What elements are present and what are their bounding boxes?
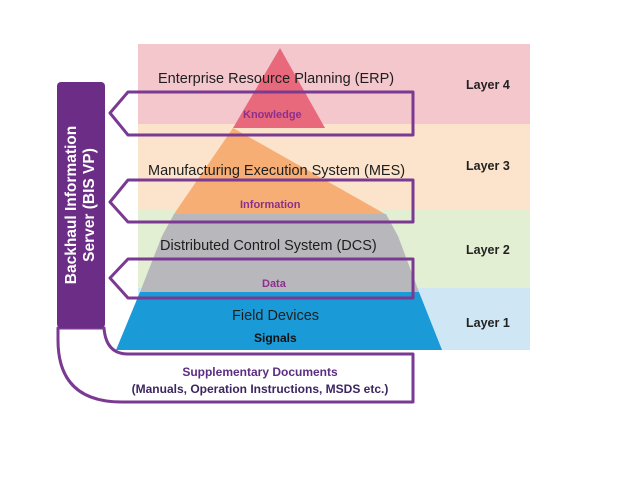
layer-2-label: Layer 2 [466, 243, 510, 257]
server-label-line1: Backhaul Information [63, 125, 80, 285]
layer-1-label: Layer 1 [466, 316, 510, 330]
pyramid-field-section [116, 292, 442, 350]
data-label: Data [262, 278, 286, 290]
backhaul-server-box: Backhaul Information Server (BIS VP) [57, 82, 105, 328]
data-flow-arrow [108, 257, 415, 300]
band-layer-4 [138, 44, 530, 124]
backhaul-server-bar [57, 82, 105, 328]
pyramid-erp-section [233, 48, 325, 128]
backhaul-server-label: Backhaul Information Server (BIS VP) [63, 85, 99, 325]
supplementary-feedback-arrow [56, 326, 415, 404]
knowledge-label: Knowledge [243, 109, 302, 121]
supplementary-details: (Manuals, Operation Instructions, MSDS e… [131, 382, 389, 396]
dcs-label: Distributed Control System (DCS) [160, 238, 377, 254]
information-flow-arrow [108, 178, 415, 224]
pyramid-dcs-lower-section [140, 236, 419, 292]
pyramid-dcs-section [162, 214, 398, 236]
field-devices-label: Field Devices [232, 308, 320, 324]
layer-4-label: Layer 4 [466, 78, 510, 92]
signals-label: Signals [254, 331, 297, 345]
knowledge-flow-arrow [108, 90, 415, 137]
information-label: Information [240, 199, 301, 211]
supplementary-documents-box: Supplementary Documents (Manuals, Operat… [100, 364, 420, 398]
mes-label: Manufacturing Execution System (MES) [148, 163, 406, 179]
server-label-line2: Server (BIS VP) [81, 148, 98, 262]
pyramid-mes-section [174, 128, 385, 214]
layer-3-label: Layer 3 [466, 159, 510, 173]
supplementary-title: Supplementary Documents [182, 365, 338, 379]
erp-label: Enterprise Resource Planning (ERP) [158, 71, 395, 87]
